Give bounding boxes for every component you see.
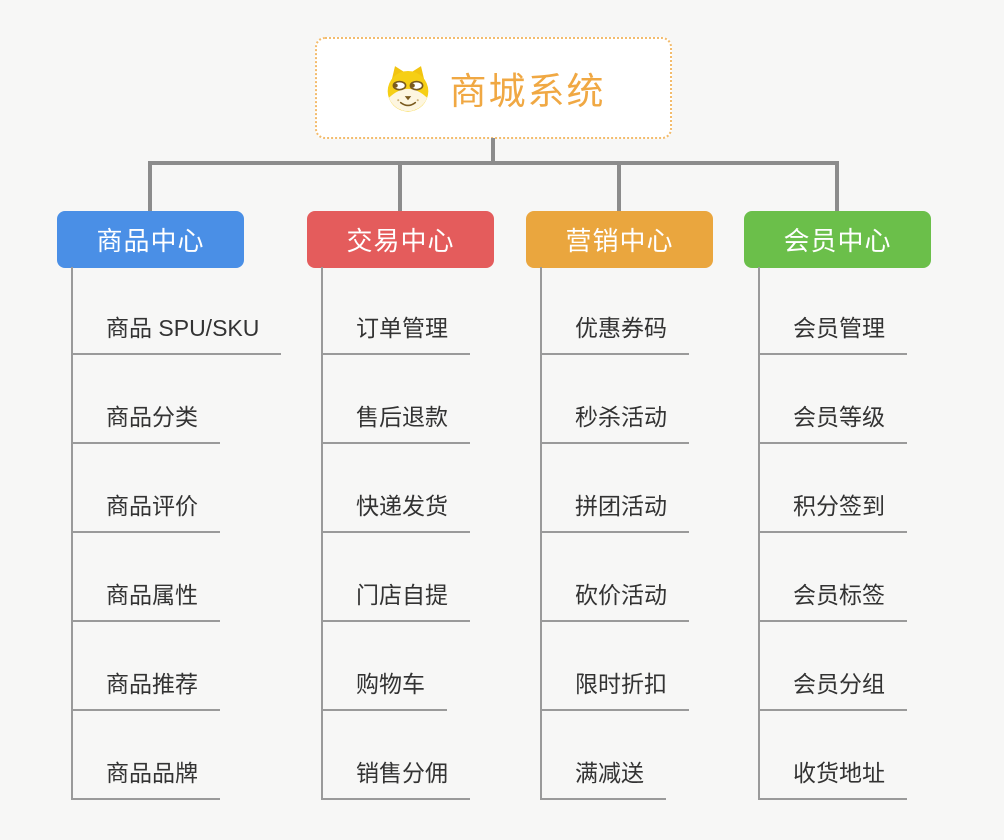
branch-children-members: 会员管理 会员等级 积分签到 会员标签 会员分组 收货地址 <box>758 267 1004 802</box>
branch-children-products: 商品 SPU/SKU 商品分类 商品评价 商品属性 商品推荐 商品品牌 <box>71 267 321 802</box>
child-node[interactable]: 积分签到 <box>758 488 907 533</box>
root-title: 商城系统 <box>449 71 606 112</box>
child-node[interactable]: 拼团活动 <box>540 488 689 533</box>
connector-horizontal <box>148 161 839 165</box>
child-node[interactable]: 门店自提 <box>321 577 470 622</box>
connector-root-drop <box>491 138 495 165</box>
child-node[interactable]: 秒杀活动 <box>540 399 689 444</box>
child-node[interactable]: 会员管理 <box>758 310 907 355</box>
child-node[interactable]: 快递发货 <box>321 488 470 533</box>
child-node[interactable]: 商品属性 <box>71 577 220 622</box>
child-node[interactable]: 订单管理 <box>321 310 470 355</box>
child-node[interactable]: 商品分类 <box>71 399 220 444</box>
branch-node-products[interactable]: 商品中心 <box>57 211 244 268</box>
child-node[interactable]: 满减送 <box>540 755 666 800</box>
child-node[interactable]: 会员等级 <box>758 399 907 444</box>
child-node[interactable]: 商品品牌 <box>71 755 220 800</box>
connector-drop-members <box>835 161 839 213</box>
child-node[interactable]: 商品 SPU/SKU <box>71 310 282 355</box>
branch-spine <box>321 267 323 800</box>
branch-node-members[interactable]: 会员中心 <box>744 211 931 268</box>
child-node[interactable]: 收货地址 <box>758 755 907 800</box>
branch-children-trade: 订单管理 售后退款 快递发货 门店自提 购物车 销售分佣 <box>321 267 571 802</box>
child-node[interactable]: 限时折扣 <box>540 666 689 711</box>
branch-children-marketing: 优惠券码 秒杀活动 拼团活动 砍价活动 限时折扣 满减送 <box>540 267 790 802</box>
branch-spine <box>540 267 542 800</box>
branch-node-marketing[interactable]: 营销中心 <box>526 211 713 268</box>
child-node[interactable]: 销售分佣 <box>321 755 470 800</box>
child-node[interactable]: 购物车 <box>321 666 447 711</box>
root-node[interactable]: 商城系统 <box>315 37 672 139</box>
child-node[interactable]: 商品推荐 <box>71 666 220 711</box>
child-node[interactable]: 砍价活动 <box>540 577 689 622</box>
dog-face-icon <box>382 62 434 114</box>
child-node[interactable]: 会员分组 <box>758 666 907 711</box>
connector-drop-products <box>148 161 152 213</box>
branch-spine <box>71 267 73 800</box>
connector-drop-marketing <box>617 161 621 213</box>
child-node[interactable]: 售后退款 <box>321 399 470 444</box>
child-node[interactable]: 会员标签 <box>758 577 907 622</box>
child-node[interactable]: 商品评价 <box>71 488 220 533</box>
child-node[interactable]: 优惠券码 <box>540 310 689 355</box>
branch-spine <box>758 267 760 800</box>
connector-drop-trade <box>398 161 402 213</box>
branch-node-trade[interactable]: 交易中心 <box>307 211 494 268</box>
